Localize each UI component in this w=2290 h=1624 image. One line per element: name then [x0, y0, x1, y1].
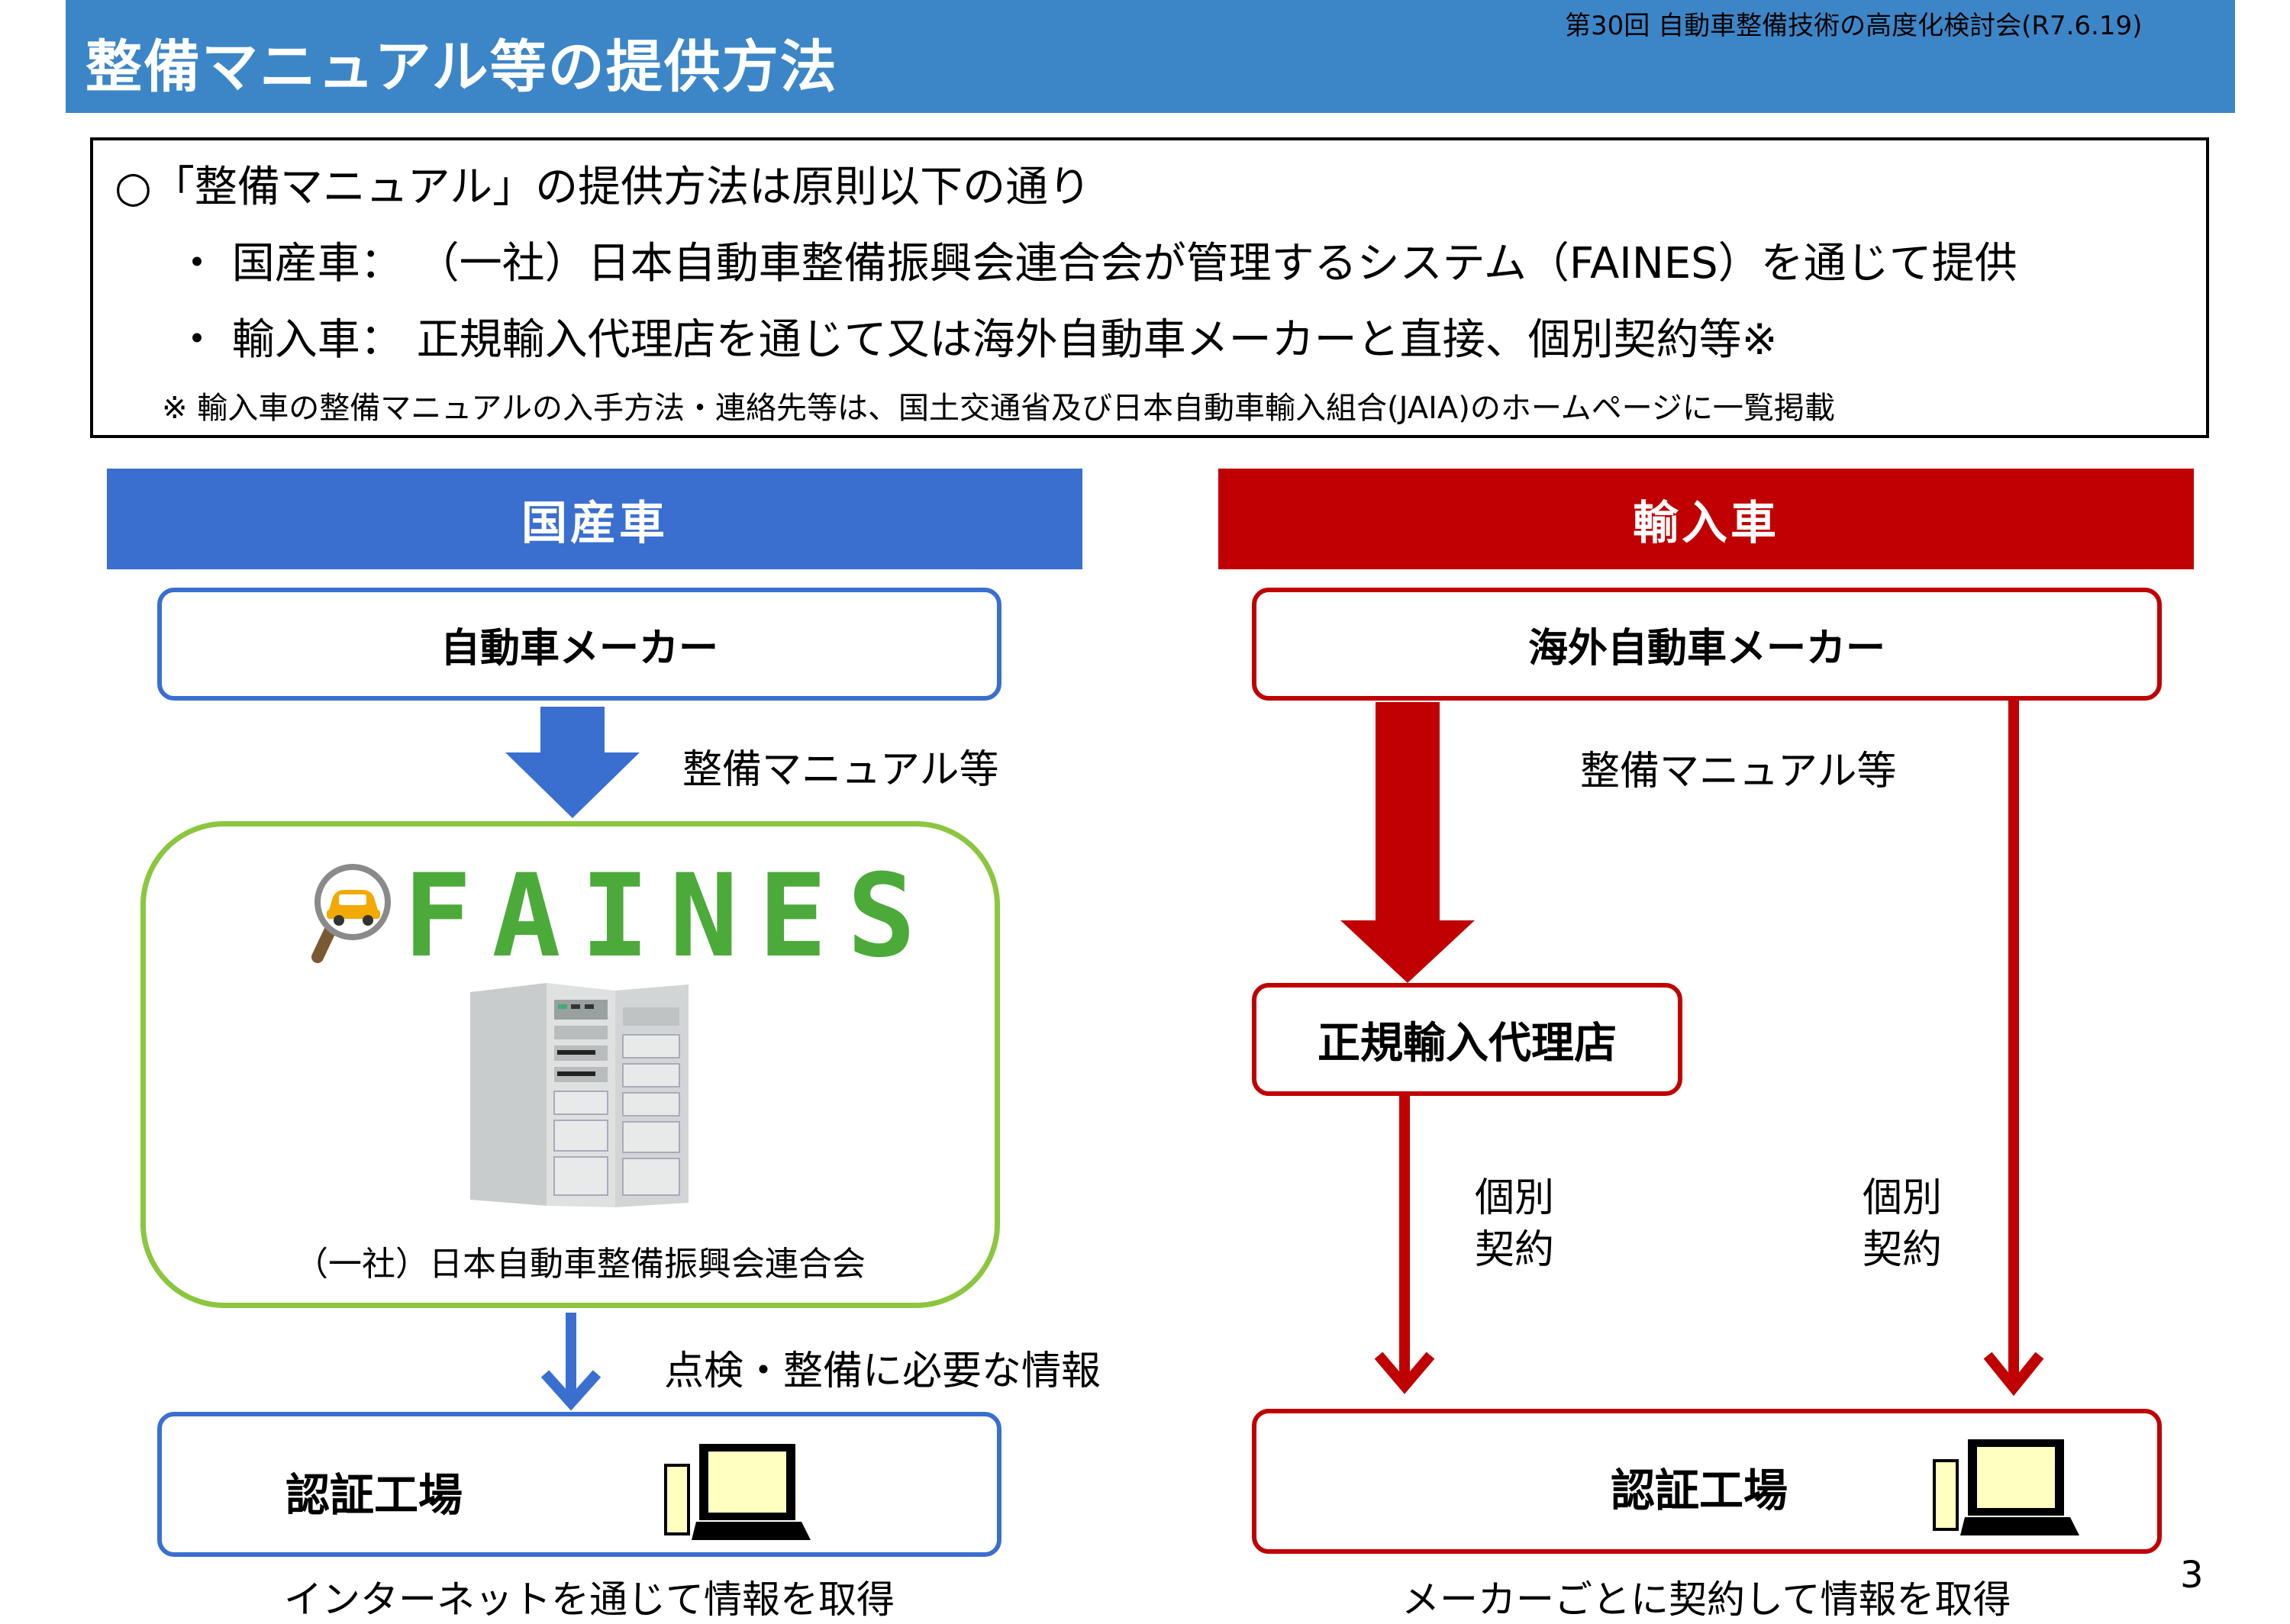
page-title: 整備マニュアル等の提供方法	[85, 34, 838, 100]
computer-icon	[664, 1444, 811, 1540]
page-number: 3	[2180, 1554, 2204, 1597]
agent-contract-arrow	[1374, 1096, 1435, 1394]
imported-heading: 輸入車	[1218, 469, 2194, 569]
imported-manual-arrow	[1340, 702, 1475, 983]
direct-contract-arrow	[1983, 701, 2044, 1397]
domestic-maker-label: 自動車メーカー	[440, 625, 718, 672]
domestic-info-arrow	[540, 1313, 602, 1411]
domestic-caption: インターネットを通じて情報を取得	[284, 1577, 895, 1622]
summary-box	[90, 137, 2209, 438]
direct-contract-label: 個別 契約	[1863, 1175, 1943, 1273]
domestic-manual-label: 整備マニュアル等	[682, 747, 999, 793]
domestic-maker-box: 自動車メーカー	[157, 588, 1001, 701]
summary-line-2: ・ 国産車： （一社）日本自動車整備振興会連合会が管理するシステム（FAINES…	[176, 239, 2017, 288]
server-icon	[470, 983, 689, 1207]
faines-system-box	[140, 821, 1000, 1308]
agent-contract-label: 個別 契約	[1475, 1175, 1555, 1273]
meeting-label: 第30回 自動車整備技術の高度化検討会(R7.6.19)	[1565, 11, 2143, 41]
import-agent-label: 正規輸入代理店	[1318, 1018, 1617, 1068]
computer-icon	[1933, 1439, 2079, 1535]
summary-line-3: ・ 輸入車： 正規輸入代理店を通じて又は海外自動車メーカーと直接、個別契約等※	[176, 315, 1778, 365]
imported-maker-label: 海外自動車メーカー	[1527, 625, 1885, 672]
domestic-shop-box	[157, 1412, 1001, 1557]
imported-caption: メーカーごとに契約して情報を取得	[1401, 1577, 2011, 1622]
imported-shop-label: 認証工場	[1611, 1464, 1788, 1516]
import-agent-box: 正規輸入代理店	[1252, 983, 1682, 1096]
imported-maker-box: 海外自動車メーカー	[1252, 588, 2162, 701]
summary-note: ※ 輸入車の整備マニュアルの入手方法・連絡先等は、国土交通省及び日本自動車輸入組…	[162, 391, 1835, 426]
magnifier-car-icon	[311, 864, 391, 963]
faines-org-label: （一社）日本自動車整備振興会連合会	[295, 1245, 866, 1284]
domestic-down-arrow	[505, 707, 640, 818]
title-bar	[66, 0, 2235, 113]
domestic-shop-label: 認証工場	[285, 1469, 463, 1521]
summary-line-1: ○「整備マニュアル」の提供方法は原則以下の通り	[114, 163, 1092, 212]
faines-logo-text: FAINES	[403, 850, 936, 983]
domestic-info-label: 点検・整備に必要な情報	[664, 1348, 1101, 1394]
imported-manual-label: 整備マニュアル等	[1580, 749, 1897, 794]
domestic-heading: 国産車	[107, 469, 1082, 569]
